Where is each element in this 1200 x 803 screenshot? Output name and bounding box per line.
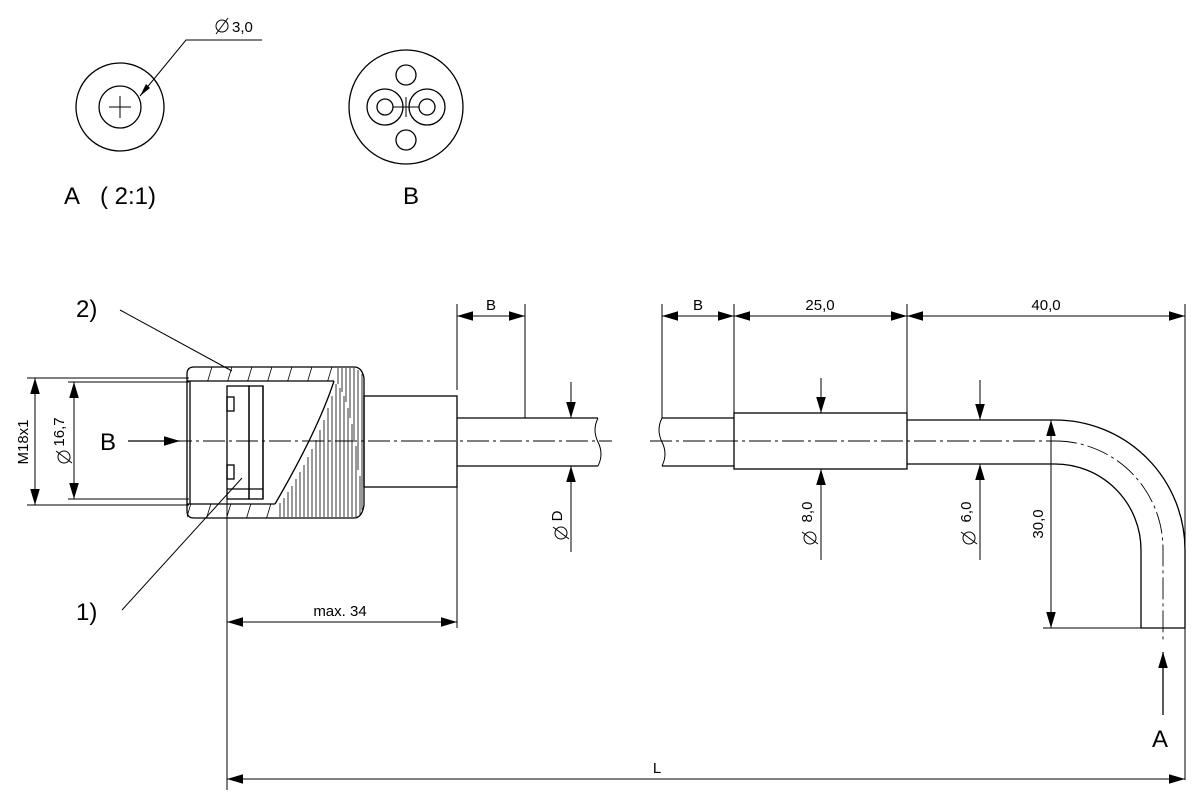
callout-2-leader (119, 309, 233, 372)
break-line-right (658, 417, 666, 467)
insert-ring (248, 385, 264, 500)
dim-sleeve-length-text: 25,0 (805, 297, 834, 314)
center-lines (170, 440, 1164, 640)
dim-b-right-text: B (693, 297, 703, 314)
view-a-outer-circle (75, 62, 165, 152)
tube-bend-inner (1054, 463, 1142, 628)
view-a-leader-arrow (140, 84, 150, 96)
dimensions (27, 304, 1186, 790)
dim-connector-length-text: max. 34 (313, 603, 366, 620)
dim-total-length-text: L (653, 760, 661, 777)
callout-item-2: 2) (76, 296, 97, 323)
view-a-inner-circle (98, 85, 142, 129)
contact-pin-top (226, 396, 235, 412)
section-view-arrow-label: B (100, 429, 116, 456)
tube-bend-outer (1054, 419, 1186, 628)
coupling-nut-outline (186, 366, 365, 519)
view-a-leader-line (139, 39, 262, 97)
strain-relief (363, 395, 458, 488)
diameter-icon (552, 526, 570, 540)
knurl-boundary (274, 380, 335, 505)
dim-bore-text: 16,7 (51, 417, 68, 446)
diameter-icon (801, 531, 819, 545)
diameter-icon (960, 531, 978, 545)
dim-bend-length-text: 40,0 (1031, 297, 1060, 314)
view-a-diameter-label: 3,0 (232, 19, 253, 36)
dim-sleeve-diameter-text: 8,0 (799, 502, 816, 523)
contact-pin-bottom (226, 464, 235, 480)
view-a-scale: ( 2:1) (100, 183, 156, 210)
dim-b-left-text: B (486, 297, 496, 314)
dim-bend-height-text: 30,0 (1030, 509, 1047, 538)
callout-1-leader (121, 477, 243, 611)
dim-cable-diameter-text: D (549, 510, 566, 521)
callout-item-1: 1) (76, 599, 97, 626)
view-b-pin-right-inner (418, 98, 436, 116)
break-line-left (594, 417, 602, 467)
diameter-icon (55, 450, 73, 464)
end-view-arrow-label: A (1152, 726, 1168, 753)
view-b-label: B (403, 183, 419, 210)
view-b-pin-bottom (395, 129, 417, 151)
connector-body (186, 366, 458, 519)
diameter-symbols (55, 17, 978, 545)
view-b-outer-circle (348, 49, 464, 165)
diameter-icon (215, 17, 229, 35)
view-b-detail (348, 49, 464, 165)
knurled-grip (279, 368, 363, 517)
view-a-label: A (64, 183, 80, 210)
view-a-detail (75, 39, 262, 152)
view-b-pin-left-inner (376, 98, 394, 116)
cable-right (658, 412, 1186, 629)
view-b-pin-top (395, 64, 417, 86)
dim-thread-text: M18x1 (15, 419, 32, 464)
cable-left (457, 417, 602, 467)
dim-tube-diameter-text: 6,0 (958, 502, 975, 523)
